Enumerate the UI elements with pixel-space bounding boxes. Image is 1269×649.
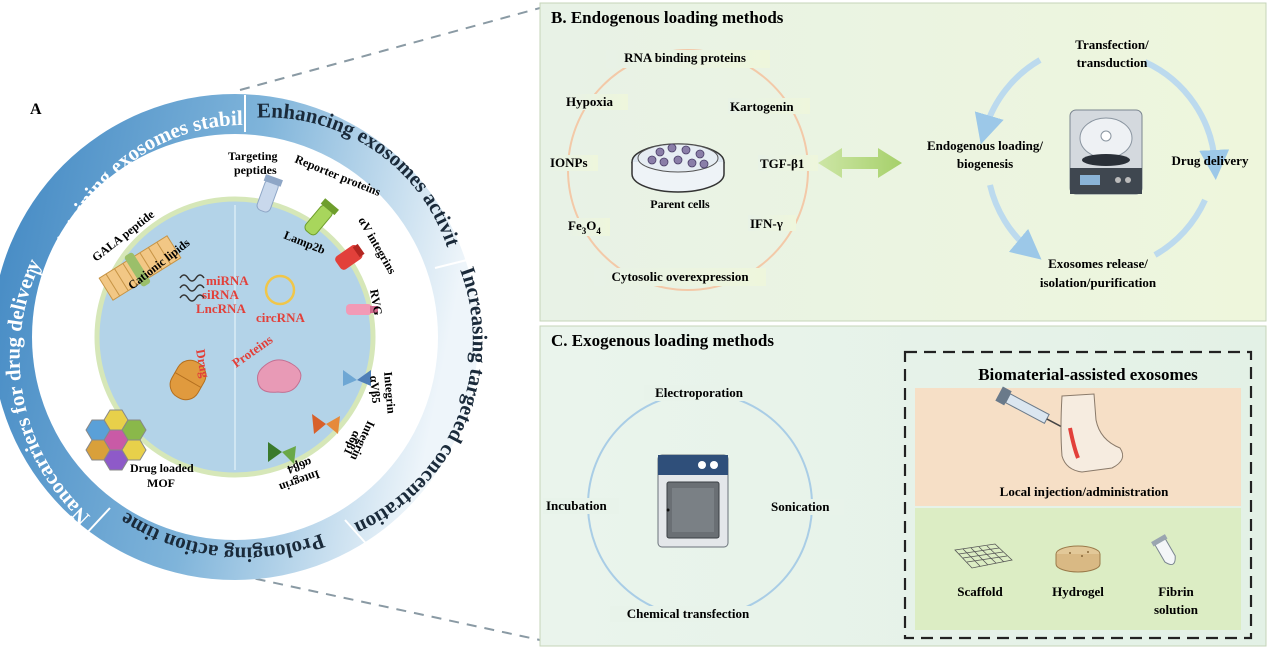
method-chemical: Chemical transfection bbox=[627, 606, 750, 621]
label-fibrin-2: solution bbox=[1154, 602, 1199, 617]
label-scaffold: Scaffold bbox=[957, 584, 1003, 599]
label-mof-2: MOF bbox=[147, 476, 175, 490]
label-targeting-2: peptides bbox=[234, 163, 277, 177]
stimulus-ifn: IFN-γ bbox=[750, 216, 783, 231]
method-incubation: Incubation bbox=[546, 498, 607, 513]
incubation-bg bbox=[543, 498, 619, 514]
panel-c-title: C. Exogenous loading methods bbox=[551, 331, 774, 350]
panel-a-letter: A bbox=[30, 101, 42, 118]
cytosolic-bg bbox=[594, 268, 766, 286]
fe3o4-bg bbox=[566, 218, 610, 236]
label-mirna: miRNA bbox=[206, 273, 249, 288]
drug-pill-icon bbox=[169, 359, 207, 401]
centrifuge-icon bbox=[1069, 109, 1143, 195]
kartogenin-bg bbox=[728, 98, 810, 114]
label-integrin-avb5-2: αVβ5 bbox=[367, 375, 383, 404]
mof-crystal-icon bbox=[85, 409, 147, 471]
stimulus-kartogenin: Kartogenin bbox=[730, 99, 794, 114]
cycle-endogenous-1: Endogenous loading/ bbox=[927, 138, 1043, 153]
electro-bg bbox=[644, 385, 754, 401]
cycle-release-2: isolation/purification bbox=[1040, 275, 1157, 290]
stimulus-ionps: IONPs bbox=[550, 155, 588, 170]
label-sirna: siRNA bbox=[202, 287, 239, 302]
label-rvg: RVG bbox=[367, 288, 385, 316]
panel-a: A Maintaining exosomes stability Enhanci… bbox=[0, 0, 541, 641]
cycle-transfection-1: Transfection/ bbox=[1075, 37, 1149, 52]
foot-icon bbox=[1060, 393, 1124, 473]
cycle-transfection-2: transduction bbox=[1077, 55, 1149, 70]
tgf-bg bbox=[758, 155, 818, 171]
rbp-bg bbox=[606, 50, 770, 68]
label-drug: Drug bbox=[193, 348, 213, 380]
cycle-arrows bbox=[974, 57, 1230, 260]
integrin-avb5-icon bbox=[343, 370, 371, 386]
panel-b-title: B. Endogenous loading methods bbox=[551, 8, 784, 27]
label-injection: Local injection/administration bbox=[1000, 484, 1169, 499]
fibrin-tube-icon bbox=[1151, 534, 1176, 566]
chemical-bg bbox=[610, 606, 766, 622]
method-electroporation: Electroporation bbox=[655, 385, 744, 400]
panel-c: C. Exogenous loading methods Electropora… bbox=[539, 325, 1267, 647]
lipid-bilayer-icon bbox=[98, 235, 182, 301]
method-sonication: Sonication bbox=[771, 499, 830, 514]
cycle-release-1: Exosomes release/ bbox=[1048, 256, 1148, 271]
rvg-icon bbox=[346, 304, 378, 315]
proteins-blob-icon bbox=[257, 359, 302, 393]
lamp2b-icon bbox=[304, 198, 339, 236]
rna-strands-icon bbox=[179, 274, 205, 302]
label-targeting-1: Targeting bbox=[228, 149, 278, 163]
circrna-icon bbox=[264, 274, 296, 306]
stimulus-fe3o4: Fe3O4 bbox=[568, 218, 601, 236]
ifn-bg bbox=[748, 215, 796, 231]
label-circrna: circRNA bbox=[256, 310, 305, 325]
integrin-a6b4-icon bbox=[268, 442, 296, 464]
av-integrin-icon bbox=[335, 243, 365, 270]
label-fibrin-1: Fibrin bbox=[1158, 584, 1194, 599]
label-hydrogel: Hydrogel bbox=[1052, 584, 1104, 599]
label-lncrna: LncRNA bbox=[196, 301, 246, 316]
stimulus-cytosolic: Cytosolic overexpression bbox=[611, 269, 749, 284]
scaffold-icon bbox=[954, 543, 1013, 569]
stimulus-rbp: RNA binding proteins bbox=[624, 50, 746, 65]
connector-bottom bbox=[237, 574, 541, 641]
integrin-a6b1-icon bbox=[312, 414, 340, 434]
peptide-vial-icon bbox=[256, 174, 283, 213]
label-parent-cells: Parent cells bbox=[650, 197, 710, 211]
label-integrin-avb5-1: Integrin bbox=[381, 371, 399, 414]
double-arrow-icon bbox=[818, 148, 902, 178]
connector-top bbox=[239, 7, 541, 91]
sonication-bg bbox=[768, 499, 844, 515]
incubator-icon bbox=[657, 454, 729, 548]
hydrogel-icon bbox=[1055, 545, 1101, 573]
hypoxia-bg bbox=[564, 94, 628, 110]
petri-dish-icon bbox=[631, 143, 725, 193]
stimulus-tgf: TGF-β1 bbox=[760, 156, 804, 171]
cycle-endogenous-2: biogenesis bbox=[957, 156, 1013, 171]
biomaterial-box bbox=[903, 350, 1253, 640]
ionps-bg bbox=[548, 155, 598, 171]
cycle-drug-delivery: Drug delivery bbox=[1172, 153, 1249, 168]
label-mof-1: Drug loaded bbox=[130, 461, 194, 475]
stimulus-hypoxia: Hypoxia bbox=[566, 94, 613, 109]
panel-b: B. Endogenous loading methods RNA bindin… bbox=[539, 2, 1267, 322]
biomaterial-title: Biomaterial-assisted exosomes bbox=[978, 365, 1198, 384]
